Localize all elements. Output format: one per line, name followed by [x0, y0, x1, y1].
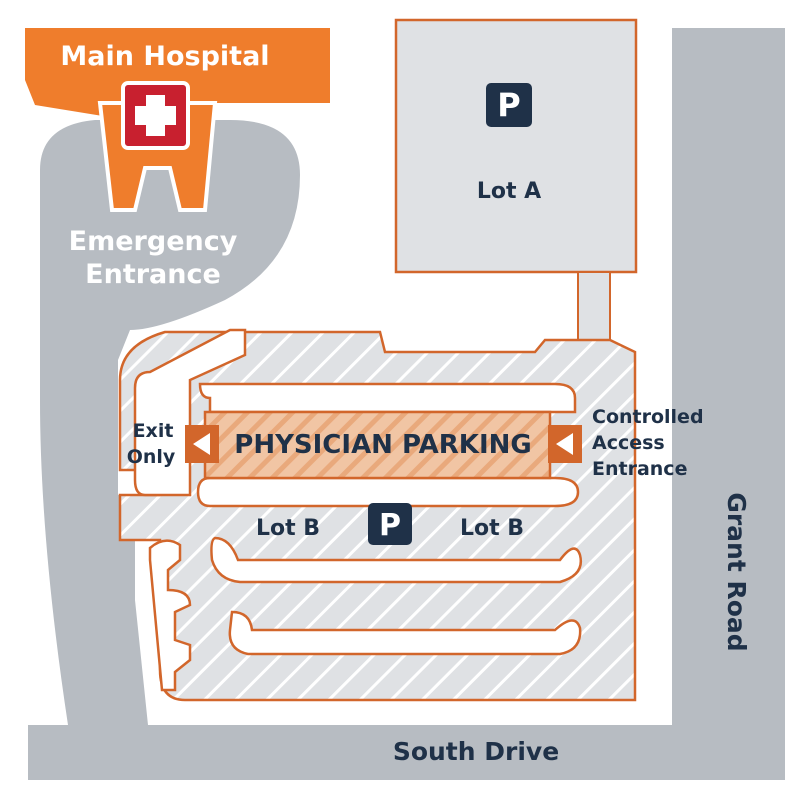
emergency-label-line1: Emergency	[69, 226, 238, 257]
physician-parking-label: PHYSICIAN PARKING	[234, 430, 531, 460]
south-drive-label: South Drive	[393, 737, 559, 766]
lot-a-driveway	[577, 271, 611, 341]
lot-b-left-label: Lot B	[256, 516, 320, 541]
exit-arrow-icon	[193, 433, 210, 455]
controlled-access-line1: Controlled	[592, 406, 704, 428]
parking-island-row4	[228, 610, 582, 656]
parking-island-row3	[210, 536, 583, 584]
hospital-access-road	[40, 120, 300, 725]
emergency-label-line2: Entrance	[85, 259, 221, 290]
grant-road	[672, 28, 785, 768]
parking-island-row1	[198, 382, 577, 414]
parking-sign-lot-a	[486, 83, 532, 127]
parking-island-left-curb	[148, 539, 192, 692]
lot-a-area	[394, 18, 638, 274]
lot-b-right-label: Lot B	[460, 516, 524, 541]
parking-symbol-lot-a: P	[497, 86, 520, 124]
exit-only-line2: Only	[127, 446, 176, 468]
parking-symbol-lot-b: P	[379, 508, 401, 543]
parking-sign-lot-b	[368, 503, 412, 545]
parking-island-top-left	[133, 328, 247, 497]
main-hospital-label: Main Hospital	[60, 41, 269, 72]
red-cross-horizontal	[135, 106, 176, 125]
grant-road-label: Grant Road	[722, 492, 751, 651]
parking-island-row2	[196, 476, 580, 508]
exit-only-line1: Exit	[133, 420, 174, 442]
lot-a-label: Lot A	[477, 179, 541, 204]
controlled-access-line2: Access	[592, 432, 665, 454]
entrance-arrow-icon	[556, 433, 573, 455]
main-hospital-banner	[25, 28, 330, 118]
controlled-access-line3: Entrance	[592, 458, 687, 480]
south-drive	[28, 725, 785, 780]
